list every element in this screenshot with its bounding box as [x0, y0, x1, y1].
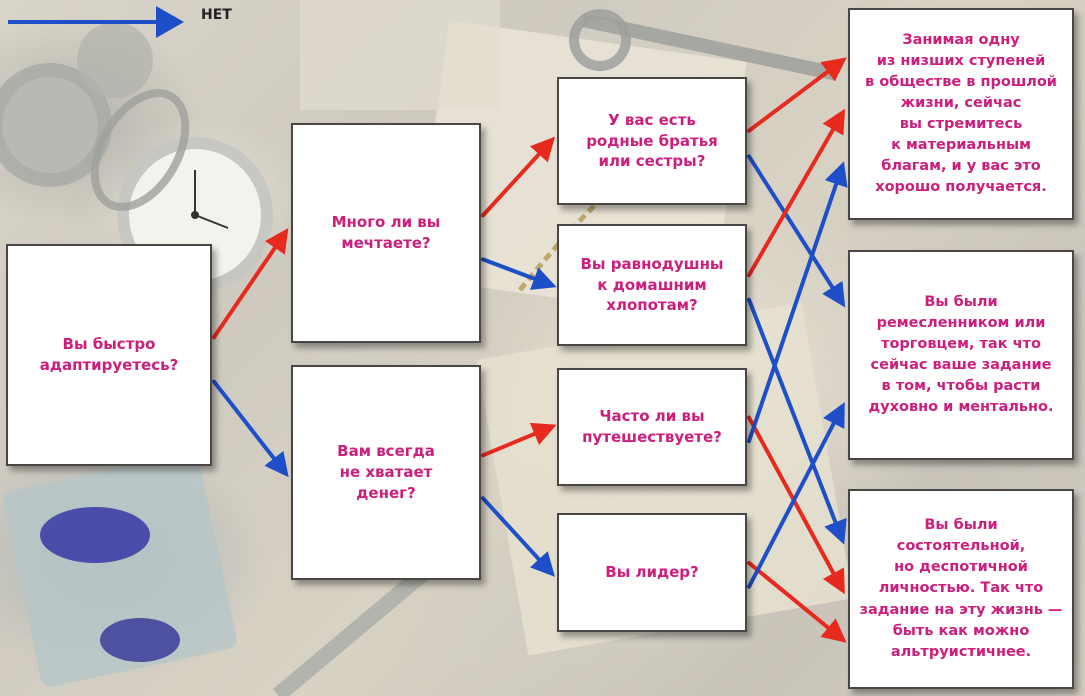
result-text-altruism: Вы были состоятельной, но деспотичной ли… — [859, 517, 1063, 660]
arrow-q6-r1-no — [747, 161, 848, 444]
question-text-dream: Много ли вы мечтаете? — [331, 213, 441, 252]
question-box-housework: Вы равнодушны к домашним хлопотам? — [557, 224, 747, 346]
question-text-travel: Часто ли вы путешествуете? — [582, 407, 722, 446]
arrow-q5-r3-no — [747, 297, 847, 545]
question-box-dream: Много ли вы мечтаете? — [291, 123, 481, 343]
arrow-q1-q3-no — [212, 379, 289, 478]
arrow-q2-q4-yes — [481, 136, 556, 218]
question-text-housework: Вы равнодушны к домашним хлопотам? — [580, 254, 724, 315]
legend-no-label: НЕТ — [201, 7, 232, 23]
question-box-money: Вам всегда не хватает денег? — [291, 365, 481, 580]
result-text-craftsman: Вы были ремесленником или торговцем, так… — [868, 293, 1054, 416]
arrow-q5-r1-yes — [747, 108, 845, 278]
question-box-leader: Вы лидер? — [557, 513, 747, 632]
arrow-q7-r3-yes — [747, 560, 847, 643]
question-text-siblings: У вас есть родные братья или сестры? — [586, 110, 718, 171]
arrow-q7-r2-no — [747, 402, 845, 589]
question-text-money: Вам всегда не хватает денег? — [337, 442, 435, 502]
arrow-q3-q7-no — [481, 496, 556, 577]
result-text-material: Занимая одну из низших ступеней в общест… — [865, 31, 1057, 196]
arrow-q4-r2-no — [747, 154, 846, 308]
result-box-material: Занимая одну из низших ступеней в общест… — [848, 8, 1074, 220]
question-box-adapt: Вы быстро адаптируетесь? — [6, 244, 212, 466]
result-box-craftsman: Вы были ремесленником или торговцем, так… — [848, 250, 1074, 460]
result-box-altruism: Вы были состоятельной, но деспотичной ли… — [848, 489, 1074, 689]
question-text-leader: Вы лидер? — [605, 563, 699, 582]
question-text-adapt: Вы быстро адаптируетесь? — [39, 335, 179, 374]
arrow-q1-q2-yes — [212, 228, 289, 340]
arrow-q2-q5-no — [481, 257, 557, 290]
arrow-q6-r3-yes — [747, 415, 845, 595]
question-box-travel: Часто ли вы путешествуете? — [557, 368, 747, 486]
arrow-q3-q6-yes — [481, 422, 557, 458]
arrow-q4-r1-yes — [747, 57, 847, 133]
question-box-siblings: У вас есть родные братья или сестры? — [557, 77, 747, 205]
